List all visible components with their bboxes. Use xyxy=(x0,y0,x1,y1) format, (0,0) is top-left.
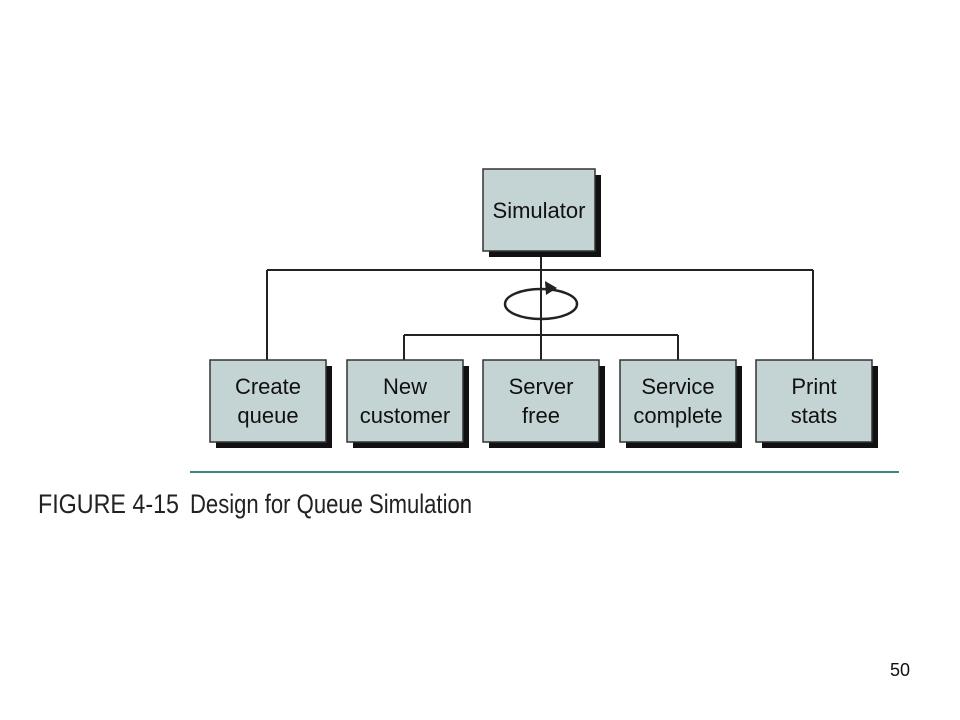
figure-title: Design for Queue Simulation xyxy=(190,489,472,519)
box-label-line: free xyxy=(522,403,560,428)
box-simulator: Simulator xyxy=(482,168,601,257)
box-label-line: queue xyxy=(237,403,298,428)
box-server-free: Server free xyxy=(482,359,605,448)
box-create-queue: Create queue xyxy=(209,359,332,448)
loop-arrow-icon xyxy=(503,281,579,321)
box-face xyxy=(209,359,327,443)
connector-lines xyxy=(266,252,814,360)
figure-caption: FIGURE 4-15 Design for Queue Simulation xyxy=(38,489,472,519)
box-face xyxy=(482,359,600,443)
box-label-line: complete xyxy=(633,403,722,428)
box-label-line: customer xyxy=(360,403,450,428)
box-print-stats: Print stats xyxy=(755,359,878,448)
box-face xyxy=(619,359,737,443)
box-label-line: Print xyxy=(791,374,836,399)
figure-number: FIGURE 4-15 xyxy=(38,489,179,519)
box-service-complete: Service complete xyxy=(619,359,742,448)
box-label-line: Service xyxy=(641,374,714,399)
box-label-line: Server xyxy=(509,374,574,399)
page-number: 50 xyxy=(889,660,910,680)
box-face xyxy=(346,359,464,443)
box-new-customer: New customer xyxy=(346,359,469,448)
box-label-line: New xyxy=(383,374,427,399)
box-label-line: Simulator xyxy=(493,198,586,223)
box-face xyxy=(482,168,596,252)
box-face xyxy=(755,359,873,443)
box-label-line: Create xyxy=(235,374,301,399)
box-label-line: stats xyxy=(791,403,837,428)
